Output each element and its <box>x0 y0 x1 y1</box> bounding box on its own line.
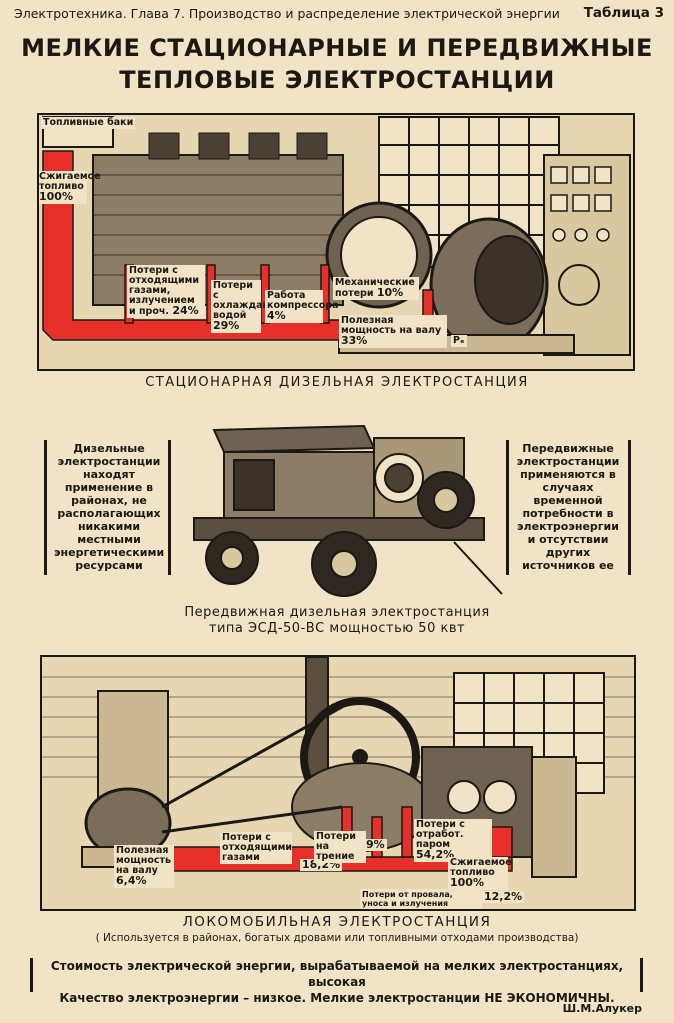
bottom-note: Стоимость электрической энергии, вырабат… <box>40 958 634 1006</box>
loco-label-exhaust-loss: Потери с отходящими газами <box>220 832 293 864</box>
loco-useful-power-pct: 6,4% <box>116 874 147 887</box>
loco-label-grate-loss: Потери от провала, уноса и излучения <box>360 889 482 909</box>
loco-burned-fuel-pct: 100% <box>450 876 484 889</box>
right-text-bracket-right <box>628 440 631 575</box>
stationary-caption: СТАЦИОНАРНАЯ ДИЗЕЛЬНАЯ ЭЛЕКТРОСТАНЦИЯ <box>145 375 529 390</box>
loco-steam-loss-pct: 54,2% <box>416 848 455 861</box>
label-exhaust-loss: Потери с отходящими газами, излучением и… <box>127 265 205 318</box>
mobile-left-text: Дизельные электростанции находят примене… <box>54 442 165 572</box>
mobile-right-text: Передвижные электростанции применяются в… <box>516 442 620 572</box>
label-fuel-tanks: Топливные баки <box>41 117 136 129</box>
bottom-note-line-1: Стоимость электрической энергии, вырабат… <box>50 959 624 989</box>
page-header: Электротехника. Глава 7. Производство и … <box>8 3 666 23</box>
label-mechanical-loss: Механические потери 10% <box>333 277 419 300</box>
left-text-bracket-right <box>168 440 171 575</box>
header-chapter: Электротехника. Глава 7. Производство и … <box>14 6 560 21</box>
loco-friction-loss-pct: 9% <box>364 838 387 851</box>
compressor-pct: 4% <box>267 309 286 322</box>
left-text-bracket <box>44 440 47 575</box>
bottom-note-line-2: Качество электроэнергии – низкое. Мелкие… <box>59 991 615 1005</box>
label-compressor: Работа компрессора 4% <box>265 290 339 323</box>
locomobile-plant-illustration: Полезная мощность на валу 6,4% Потери с … <box>40 655 636 911</box>
header-table-number: Таблица 3 <box>583 5 664 21</box>
title-line-1: МЕЛКИЕ СТАЦИОНАРНЫЕ И ПЕРЕДВИЖНЫЕ <box>21 34 653 62</box>
loco-grate-loss-pct: 12,2% <box>482 890 525 903</box>
mechanical-loss-pct: 10% <box>376 286 404 299</box>
exhaust-loss-pct: 24% <box>172 304 199 317</box>
locomobile-subcaption: ( Используется в районах, богатых дровам… <box>95 932 579 944</box>
label-cooling-loss: Потери с охлаждающей водой 29% <box>211 280 296 333</box>
loco-label-burned-fuel: Сжигаемое топливо 100% <box>448 857 512 890</box>
right-text-bracket <box>506 440 509 575</box>
mobile-caption-1: Передвижная дизельная электростанция <box>184 605 490 620</box>
note-bracket-right <box>640 958 643 992</box>
loco-label-friction-loss: Потери на трение <box>314 831 366 863</box>
note-bracket-left <box>30 958 33 992</box>
stationary-plant-illustration: Топливные баки Сжигаемое топливо 100% По… <box>37 113 635 371</box>
loco-label-useful-power: Полезная мощность на валу 6,4% <box>114 845 174 888</box>
locomobile-caption: ЛОКОМОБИЛЬНАЯ ЭЛЕКТРОСТАНЦИЯ <box>182 914 492 930</box>
label-burned-fuel: Сжигаемое топливо 100% <box>39 171 101 204</box>
label-pe-symbol: Pₑ <box>451 335 467 347</box>
mobile-plant-drawing <box>193 424 503 597</box>
title-line-2: ТЕПЛОВЫЕ ЭЛЕКТРОСТАНЦИИ <box>119 66 555 94</box>
mobile-plant-illustration <box>184 418 504 598</box>
label-useful-power: Полезная мощность на валу 33% <box>339 315 447 348</box>
useful-power-pct: 33% <box>341 334 368 347</box>
burned-fuel-pct: 100% <box>39 190 73 203</box>
author-signature: Ш.М.Алукер <box>562 1002 642 1015</box>
cooling-loss-pct: 29% <box>213 319 240 332</box>
mobile-caption-2: типа ЭСД-50-ВС мощностью 50 квт <box>208 621 466 636</box>
loco-label-steam-loss: Потери с отработ. паром 54,2% <box>414 819 492 862</box>
stationary-plant-drawing <box>42 116 631 356</box>
